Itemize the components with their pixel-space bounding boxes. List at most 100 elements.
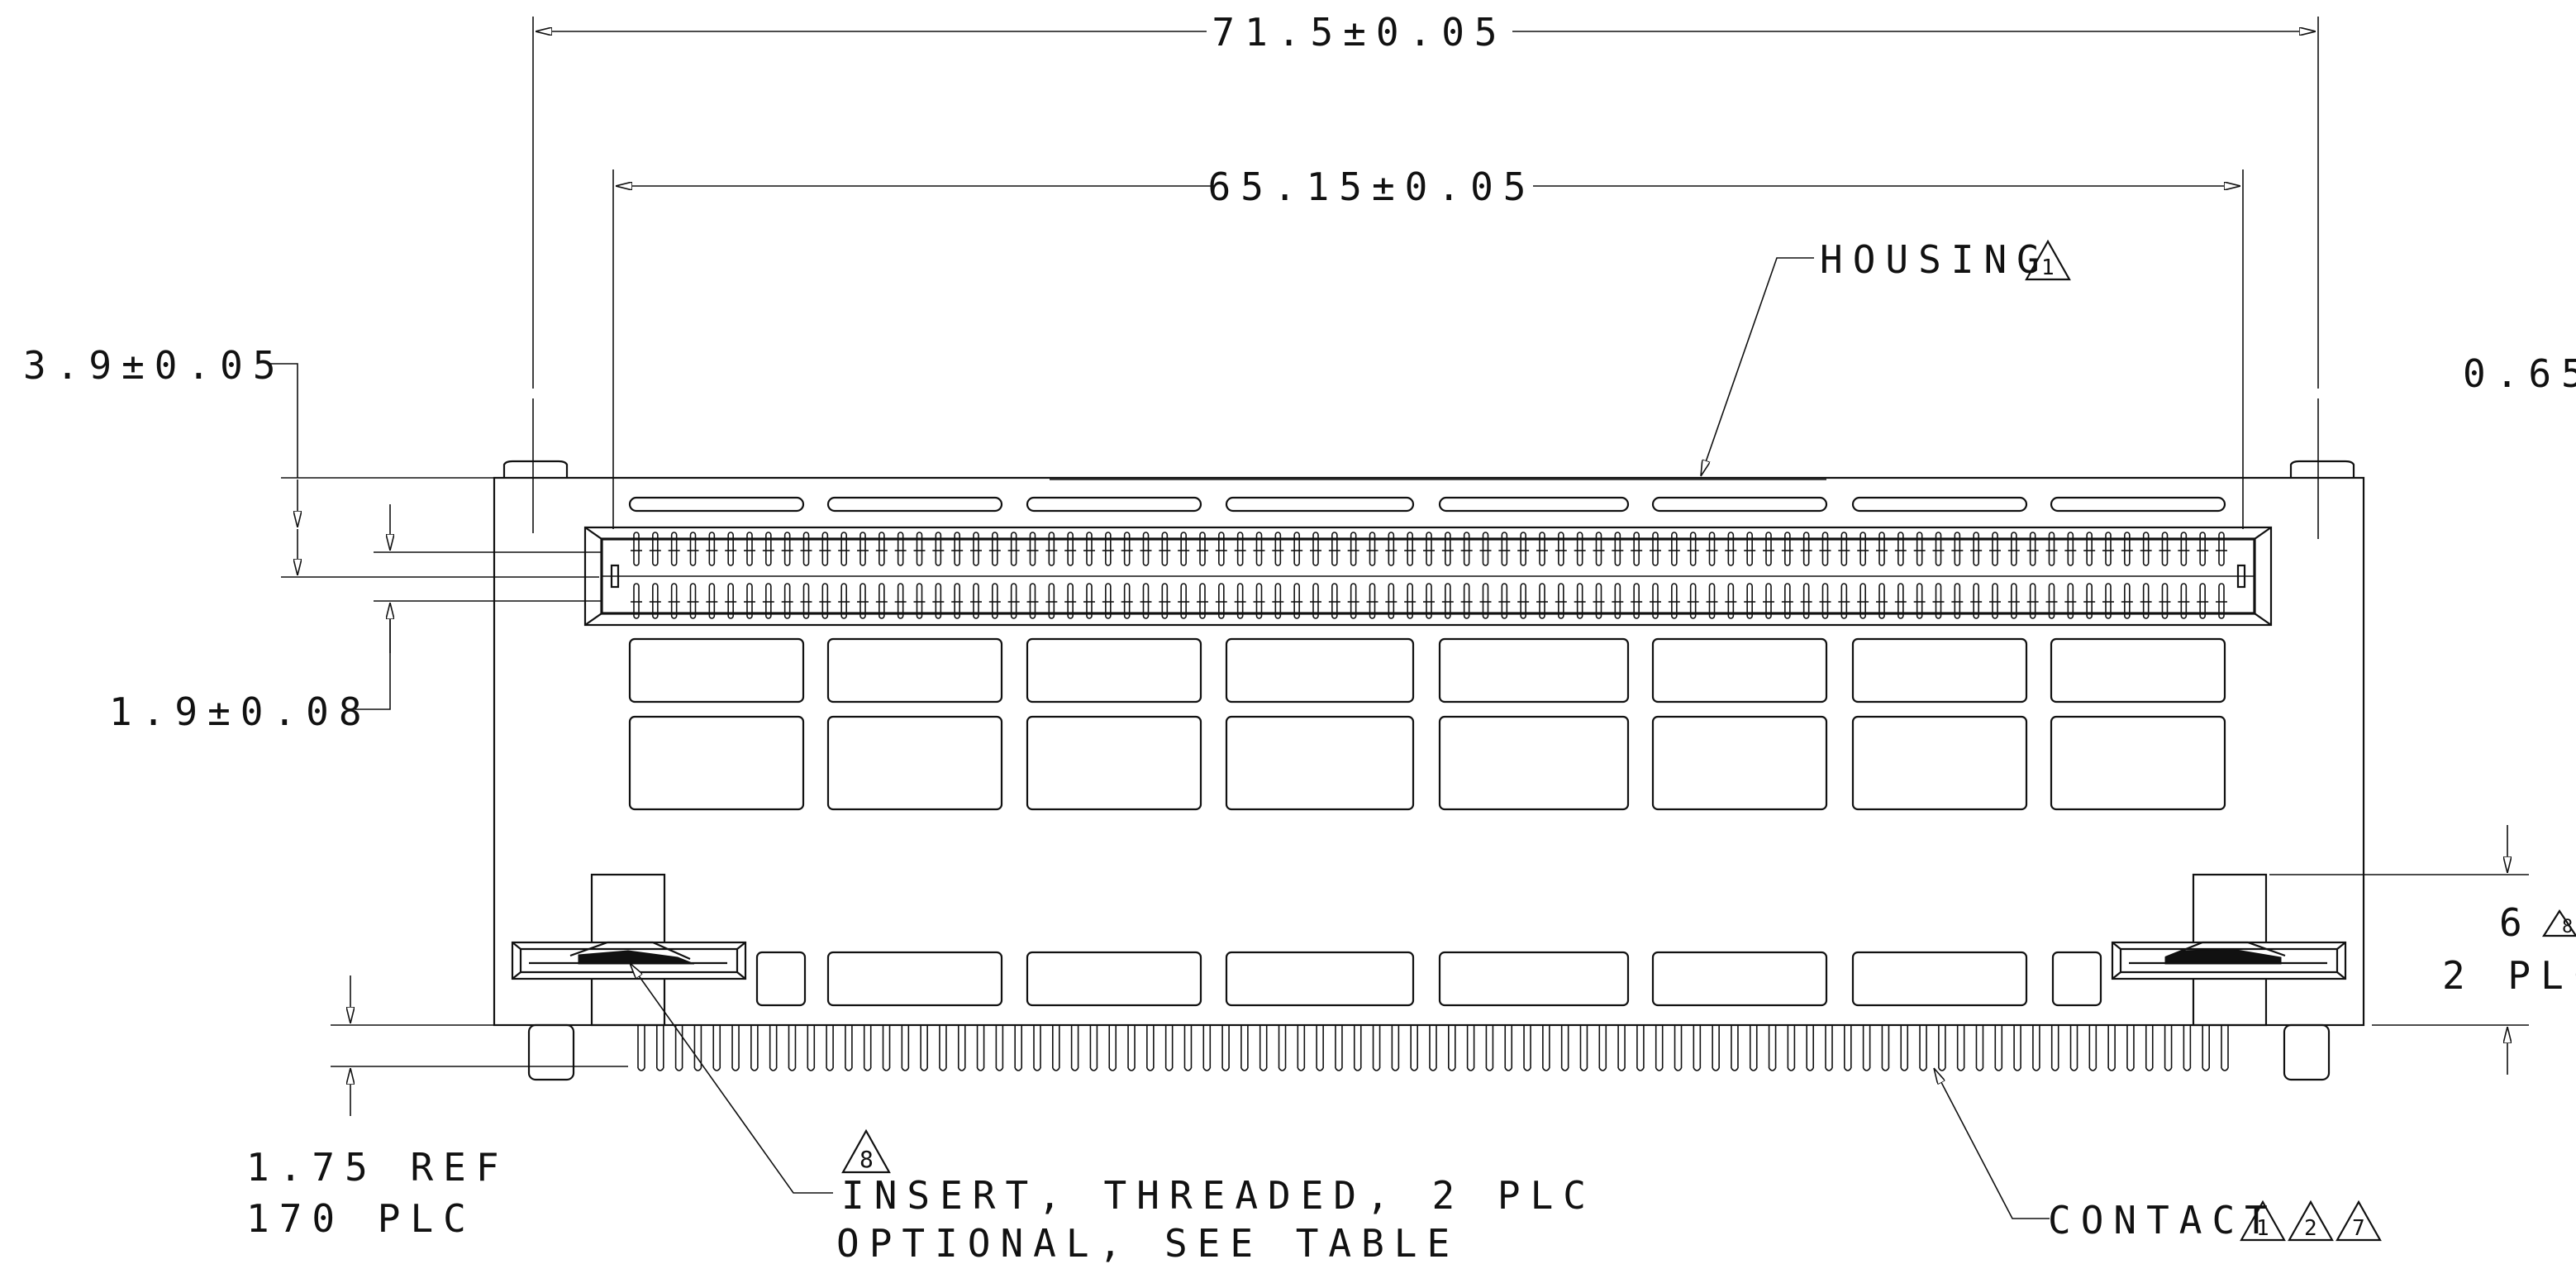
contact-upper	[633, 532, 640, 566]
pin-tip	[637, 1067, 645, 1071]
contact-upper	[1746, 532, 1753, 566]
contact-lower	[1727, 583, 1735, 619]
pin-tip	[1938, 1067, 1946, 1071]
pin-tip	[1316, 1067, 1324, 1071]
pin-tip	[2088, 1067, 2097, 1071]
contact-upper	[1445, 532, 1451, 566]
contact-upper	[2086, 532, 2093, 566]
contact-lower	[1595, 583, 1602, 619]
contact-upper	[954, 532, 960, 566]
contact-lower	[1218, 583, 1225, 619]
dimension-pin-length: 1.75 REF 170 PLC	[246, 975, 628, 1241]
contact-lower	[1463, 583, 1470, 619]
contact-lower	[1029, 583, 1036, 619]
pin-tip	[2221, 1067, 2229, 1071]
flag-contact-7: 7	[2352, 1216, 2365, 1241]
contact-upper	[1218, 532, 1225, 566]
contact-lower	[879, 583, 885, 619]
window-lower-small	[755, 951, 807, 1007]
contact-lower	[992, 583, 998, 619]
contact-lower	[1123, 583, 1131, 619]
contact-lower	[2142, 583, 2150, 619]
pin-tip	[750, 1067, 759, 1071]
contact-lower	[1407, 583, 1413, 619]
pin-tip	[976, 1067, 985, 1071]
dim-slot-offset-text: 1.9±0.08	[109, 689, 372, 734]
contact-lower	[2218, 583, 2225, 619]
pin-tip	[2164, 1067, 2173, 1071]
pin-tip	[1259, 1067, 1268, 1071]
callout-contact-text: CONTACT	[2048, 1198, 2278, 1243]
contact-lower	[2161, 583, 2169, 619]
contact-upper	[765, 532, 772, 566]
window-lower	[1651, 951, 1828, 1007]
contact-upper	[1973, 532, 1979, 566]
pin-tip	[1768, 1067, 1777, 1071]
bottom-contact-pins	[637, 1025, 2229, 1071]
callout-contact: CONTACT 1 2 7	[1934, 1068, 2382, 1243]
pin-tip	[2051, 1067, 2059, 1071]
contact-upper	[1086, 532, 1093, 566]
contact-upper	[1369, 532, 1376, 566]
contact-lower	[1199, 583, 1206, 619]
contact-upper	[1161, 532, 1169, 566]
window-upper	[826, 637, 1003, 704]
contact-upper	[1312, 532, 1319, 566]
contact-upper	[1784, 532, 1791, 566]
pin-tip	[1485, 1067, 1494, 1071]
contact-lower	[2011, 583, 2017, 619]
contact-lower	[1784, 583, 1791, 619]
contact-upper	[1293, 532, 1300, 566]
contact-upper	[2199, 532, 2206, 566]
pin-tip	[1523, 1067, 1531, 1071]
flag-right-8: 8	[2562, 917, 2573, 937]
pin-tip	[1127, 1067, 1136, 1071]
pin-tip	[864, 1067, 872, 1071]
contact-lower	[708, 583, 716, 619]
top-slot	[1438, 496, 1630, 513]
contact-lower	[1520, 583, 1526, 619]
contact-upper	[802, 532, 810, 566]
pin-tip	[2202, 1067, 2210, 1071]
contact-upper	[1916, 532, 1923, 566]
contact-upper	[879, 532, 885, 566]
pin-tip	[656, 1067, 664, 1071]
contact-lower	[1558, 583, 1564, 619]
contact-lower	[765, 583, 772, 619]
window-middle	[1651, 715, 1828, 811]
contact-lower	[1916, 583, 1923, 619]
contact-lower	[1426, 583, 1432, 619]
pin-tip	[1146, 1067, 1155, 1071]
pin-tip	[674, 1067, 683, 1071]
pin-tip	[2069, 1067, 2078, 1071]
contact-upper	[1067, 532, 1074, 566]
contact-lower	[1445, 583, 1451, 619]
contact-upper	[2105, 532, 2112, 566]
contact-lower	[727, 583, 734, 619]
contact-lower	[1293, 583, 1300, 619]
contact-row-lower	[631, 583, 2227, 619]
contact-upper	[859, 532, 866, 566]
contact-lower	[2105, 583, 2112, 619]
housing-body	[493, 460, 2365, 1027]
top-slot-row	[628, 496, 2226, 513]
pin-tip	[1033, 1067, 1041, 1071]
window-lower	[1225, 951, 1415, 1007]
contact-upper	[1992, 532, 1998, 566]
flag-contact-1: 1	[2256, 1216, 2269, 1241]
contact-upper	[1501, 532, 1508, 566]
pin-tip	[958, 1067, 966, 1071]
pin-tip	[920, 1067, 928, 1071]
contact-upper	[992, 532, 998, 566]
contact-upper	[2180, 532, 2188, 566]
contact-lower	[1482, 583, 1489, 619]
contact-lower	[1954, 583, 1961, 619]
contact-lower	[897, 583, 904, 619]
pin-tip	[2107, 1067, 2116, 1071]
flag-insert-8: 8	[859, 1146, 874, 1173]
dim-right-top-text: 0.65	[2463, 351, 2576, 396]
contact-upper	[1048, 532, 1055, 566]
dimension-top-height: 3.9±0.05	[23, 343, 599, 578]
pin-tip	[2013, 1067, 2021, 1071]
